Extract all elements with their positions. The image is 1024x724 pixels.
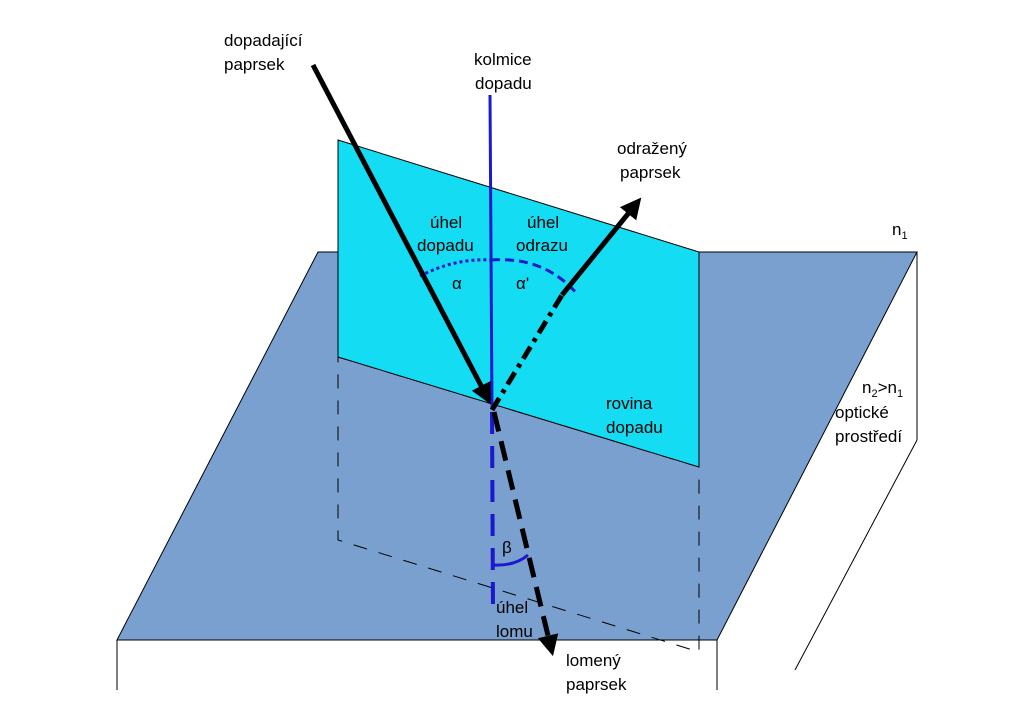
angle-of-refraction-label: úhel lomu (496, 598, 533, 641)
medium-1-label: n1 (892, 220, 908, 242)
plane-of-incidence (337, 139, 700, 468)
angle-of-incidence-label: úhel dopadu (417, 213, 474, 255)
refracted-ray-label: lomený paprsek (566, 651, 627, 694)
angle-alpha-arc (419, 258, 492, 278)
plane-of-incidence-label: rovina dopadu (606, 394, 663, 437)
alpha-prime-label: α' (516, 274, 529, 293)
reflected-ray (560, 197, 642, 297)
medium-box (116, 252, 918, 690)
incident-ray (310, 63, 491, 405)
refracted-ray (491, 411, 559, 657)
alpha-label: α (452, 274, 462, 293)
plane-of-incidence-lower (337, 356, 700, 653)
medium-2-label: n2>n1 (862, 378, 903, 400)
angle-beta-arc (493, 553, 529, 567)
optical-medium-label: optické prostředí (835, 403, 902, 446)
normal-line (488, 94, 494, 409)
normal-label: kolmice dopadu (474, 50, 536, 93)
angle-of-reflection-label: úhel odrazu (516, 213, 568, 255)
incident-ray-label: dopadající paprsek (224, 31, 307, 74)
reflected-ray-label: odražený paprsek (617, 139, 692, 182)
beta-label: β (502, 538, 512, 557)
interface-plane (116, 251, 918, 641)
reflected-ray-dashed (489, 293, 565, 412)
